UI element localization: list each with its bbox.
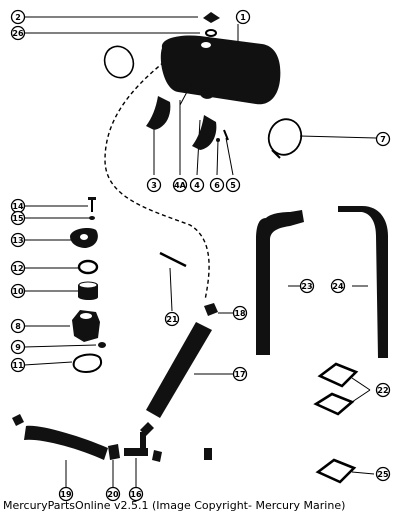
- callout-label-4: 4: [194, 181, 200, 190]
- callout-label-9: 9: [15, 343, 21, 352]
- callout-circle-11: [10, 357, 26, 373]
- callout-label-14: 14: [12, 202, 24, 211]
- callout-label-25: 25: [377, 470, 389, 479]
- callout-label-6: 6: [214, 181, 220, 190]
- callout-circle-21: [164, 311, 180, 327]
- callout-label-15: 15: [12, 214, 24, 223]
- callout-circle-15: [10, 210, 26, 226]
- callout-circle-22: [375, 382, 391, 398]
- callout-circle-26: [10, 25, 26, 41]
- callout-label-19: 19: [60, 490, 72, 499]
- callout-label-26: 26: [12, 29, 24, 38]
- callout-circle-7: [375, 131, 391, 147]
- callout-circle-24: [330, 278, 346, 294]
- callout-label-8: 8: [15, 322, 21, 331]
- callout-circle-2: [10, 9, 26, 25]
- callout-circle-4a: [172, 177, 188, 193]
- callout-label-11: 11: [12, 361, 24, 370]
- callout-circle-8: [10, 318, 26, 334]
- callout-label-20: 20: [107, 490, 119, 499]
- callout-label-7: 7: [380, 135, 386, 144]
- copyright-caption: MercuryPartsOnline v2.5.1 (Image Copyrig…: [3, 499, 346, 512]
- callout-label-21: 21: [166, 315, 178, 324]
- callout-circle-19: [58, 486, 74, 502]
- callout-label-22: 22: [377, 386, 388, 395]
- callout-label-18: 18: [234, 309, 246, 318]
- callout-label-16: 16: [130, 490, 142, 499]
- callout-circle-16: [128, 486, 144, 502]
- callout-circle-20: [105, 486, 121, 502]
- callout-label-10: 10: [12, 287, 24, 296]
- callout-label-1: 1: [240, 13, 246, 22]
- callout-label-23: 23: [301, 282, 312, 291]
- callout-circle-17: [232, 366, 248, 382]
- callout-label-2: 2: [15, 13, 21, 22]
- callout-label-24: 24: [332, 282, 344, 291]
- callout-circle-3: [146, 177, 162, 193]
- callout-circle-4: [189, 177, 205, 193]
- callout-label-12: 12: [12, 264, 23, 273]
- callout-circle-5: [225, 177, 241, 193]
- callout-circle-10: [10, 283, 26, 299]
- callout-label-3: 3: [151, 181, 157, 190]
- callout-circle-1: [235, 9, 251, 25]
- callout-circle-18: [232, 305, 248, 321]
- callout-circle-25: [375, 466, 391, 482]
- callout-label-4a: 4A: [174, 181, 187, 190]
- callout-circle-23: [299, 278, 315, 294]
- callout-circle-9: [10, 339, 26, 355]
- callout-label-13: 13: [12, 236, 23, 245]
- callout-circle-6: [209, 177, 225, 193]
- callout-label-17: 17: [234, 370, 245, 379]
- callout-circle-12: [10, 260, 26, 276]
- callout-circle-13: [10, 232, 26, 248]
- callout-label-5: 5: [230, 181, 236, 190]
